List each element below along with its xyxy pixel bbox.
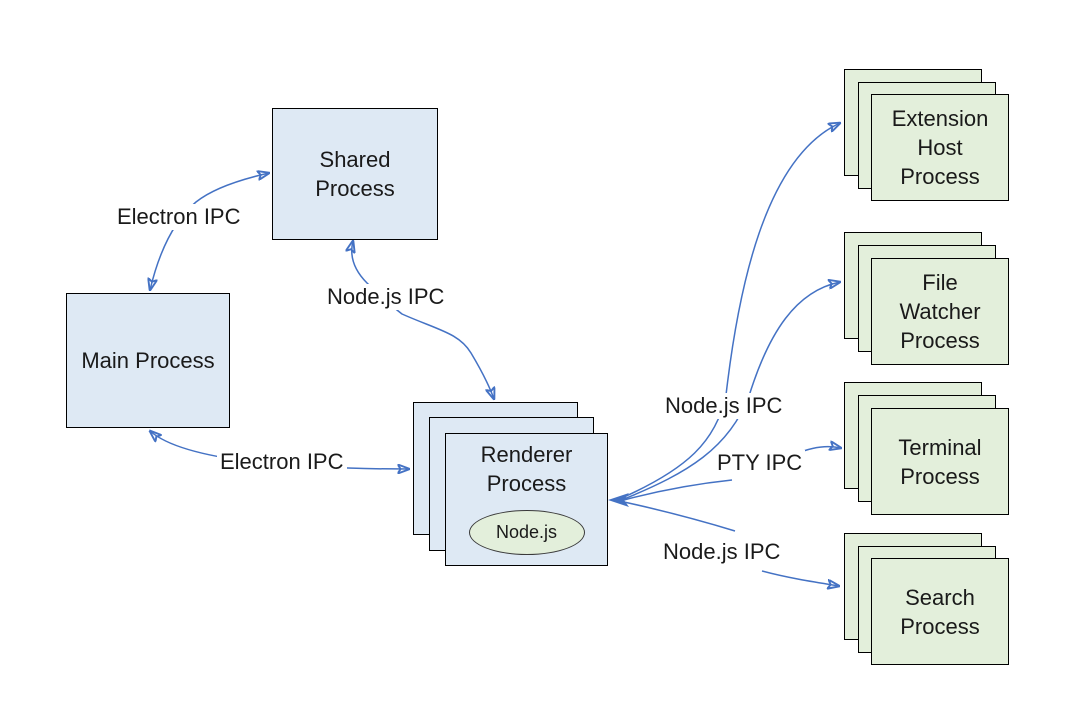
convergence-arrowhead [608, 493, 629, 507]
edge-label-pty-ipc: PTY IPC [714, 450, 806, 476]
nodejs-ellipse: Node.js [468, 510, 585, 555]
nodejs-label: Node.js [495, 522, 558, 542]
file-watcher-process-box: File Watcher Process [871, 258, 1009, 365]
arrow-shared-renderer [352, 241, 494, 399]
arrow-renderer-extension-host [623, 123, 840, 498]
search-process-box: Search Process [871, 558, 1009, 665]
arrow-renderer-terminal-segment [623, 479, 733, 501]
arrow-search-head [761, 570, 839, 586]
edge-label-nodejs-ipc-shared: Node.js IPC [324, 284, 448, 310]
arrow-main-shared [150, 173, 269, 290]
extension-host-process-box: Extension Host Process [871, 94, 1009, 201]
renderer-process-box: Renderer Process Node.js [445, 433, 608, 566]
shared-process-box: Shared Process [272, 108, 438, 240]
edge-label-electron-ipc-top: Electron IPC [114, 204, 244, 230]
main-process-box: Main Process [66, 293, 230, 428]
edge-label-nodejs-ipc-search: Node.js IPC [660, 539, 784, 565]
edge-label-nodejs-ipc-extension: Node.js IPC [662, 393, 786, 419]
terminal-process-box: Terminal Process [871, 408, 1009, 515]
arrow-renderer-search-segment [623, 501, 736, 532]
renderer-process-label: Renderer Process [480, 442, 573, 496]
edge-label-electron-ipc-bottom: Electron IPC [217, 449, 347, 475]
